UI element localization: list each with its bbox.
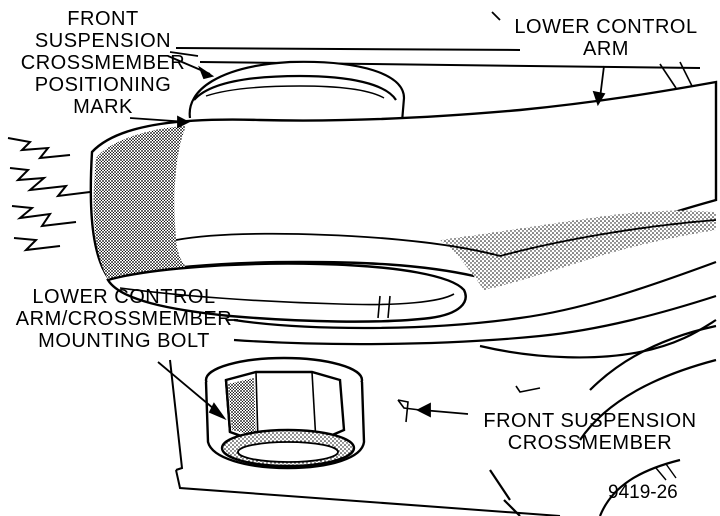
leader-lines (129, 11, 606, 421)
label-line: SUSPENSION (34, 30, 172, 52)
figure-number: 9419-26 (608, 482, 678, 503)
label-line: ARM/CROSSMEMBER (15, 308, 233, 330)
lower-bushing-ring (106, 262, 467, 323)
front-suspension-crossmember-positioning-mark-label: FRONT SUSPENSION CROSSMEMBER POSITIONING… (8, 8, 198, 118)
lower-control-arm-label: LOWER CONTROL ARM (506, 16, 706, 60)
label-line: MOUNTING BOLT (38, 330, 210, 352)
mounting-bolt-label: LOWER CONTROL ARM/CROSSMEMBER MOUNTING B… (4, 286, 244, 352)
mounting-bolt (204, 356, 366, 470)
crossmember-edge (169, 359, 677, 516)
label-line: MARK (73, 96, 133, 118)
label-line: CROSSMEMBER (507, 432, 673, 454)
torn-edge-left (7, 137, 91, 252)
label-line: ARM (583, 38, 629, 60)
lower-control-arm-body (89, 61, 718, 290)
label-line: FRONT SUSPENSION (483, 410, 697, 432)
crossmember-rails (233, 260, 717, 516)
label-line: LOWER CONTROL (514, 16, 698, 38)
bushing-collar (188, 60, 406, 123)
label-line: POSITIONING (34, 74, 172, 96)
front-suspension-crossmember-label: FRONT SUSPENSION CROSSMEMBER (470, 410, 710, 454)
label-line: FRONT (67, 8, 139, 30)
label-line: CROSSMEMBER (20, 52, 186, 74)
label-line: LOWER CONTROL (32, 286, 216, 308)
